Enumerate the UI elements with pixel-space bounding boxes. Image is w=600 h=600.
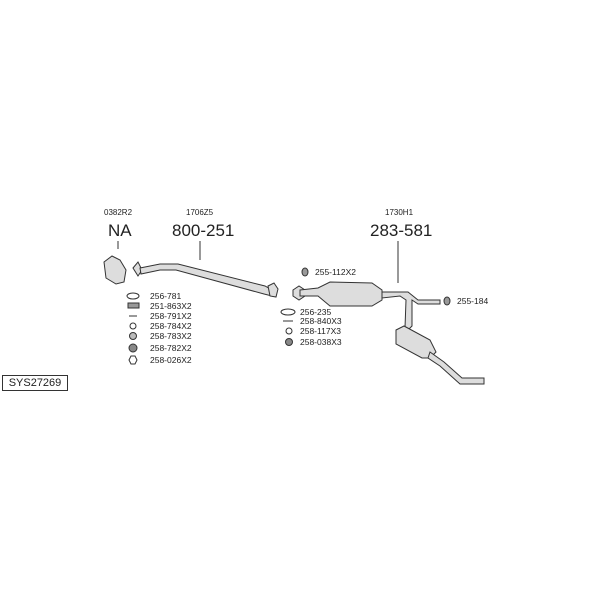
- assembly-code: 0382R2: [104, 208, 133, 217]
- kit-part[interactable]: 258-038X3: [300, 337, 342, 347]
- tailpipe: [427, 351, 485, 385]
- gasket-icon: [126, 292, 140, 300]
- washer-icon: [285, 327, 293, 335]
- nut-icon: [129, 332, 137, 340]
- locknut-icon: [128, 343, 138, 353]
- hanger-part[interactable]: 255-184: [457, 296, 489, 306]
- kit-part[interactable]: 258-117X3: [300, 326, 341, 336]
- assembly-part-number[interactable]: 283-581: [370, 221, 433, 240]
- kit-part[interactable]: 251-863X2: [150, 301, 192, 311]
- rubber-hanger-icon: [301, 267, 309, 277]
- kit-part[interactable]: 258-782X2: [150, 343, 192, 353]
- front-pipe-rear-flange: [267, 282, 279, 298]
- washer-icon: [129, 322, 137, 330]
- spring-icon: [127, 302, 140, 309]
- kit-part[interactable]: 256-235: [300, 307, 332, 317]
- kit-part[interactable]: 258-783X2: [150, 331, 192, 341]
- assembly-part-number[interactable]: 800-251: [172, 221, 235, 240]
- rubber-hanger-icon: [443, 296, 451, 306]
- front-flange-part: [103, 255, 127, 285]
- ring-gasket-icon: [280, 308, 296, 316]
- hex-nut-icon: [128, 355, 138, 365]
- kit-part[interactable]: 258-840X3: [300, 316, 342, 326]
- assembly-code: 1706Z5: [186, 208, 214, 217]
- kit-part[interactable]: 258-791X2: [150, 311, 192, 321]
- intermediate-pipe: [381, 291, 441, 331]
- system-id-label: SYS27269: [2, 375, 68, 391]
- assembly-code: 1730H1: [385, 208, 414, 217]
- assembly-part-number[interactable]: NA: [108, 221, 132, 240]
- kit-part[interactable]: 256-781: [150, 291, 182, 301]
- kit-part[interactable]: 258-026X2: [150, 355, 192, 365]
- kit-part[interactable]: 258-784X2: [150, 321, 192, 331]
- center-muffler: [299, 281, 383, 307]
- nut-icon: [285, 338, 293, 346]
- hanger-part[interactable]: 255-112X2: [315, 267, 356, 277]
